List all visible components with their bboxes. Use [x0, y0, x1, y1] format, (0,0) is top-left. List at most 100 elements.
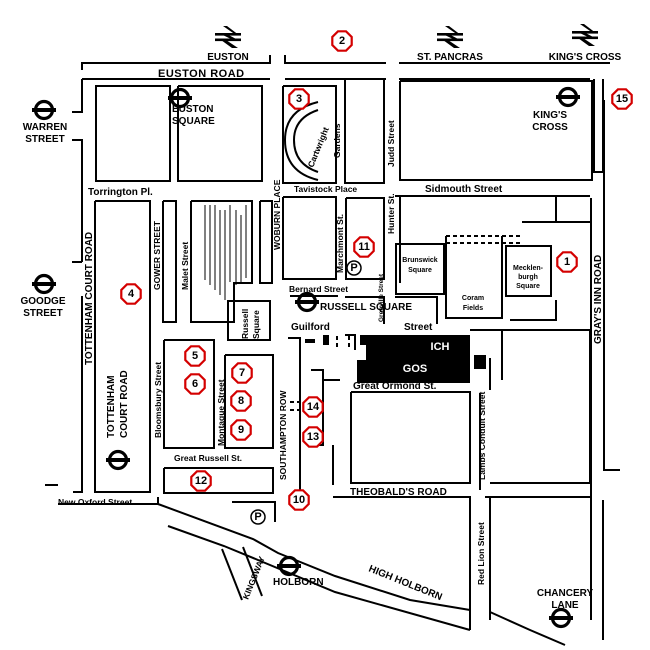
location-marker-icon: [230, 390, 252, 412]
road-label-guilford: Guilford: [291, 322, 330, 333]
road-label-montague-street: Montague Street: [216, 379, 226, 446]
parking-icon: P: [346, 260, 362, 276]
location-marker-icon: [611, 88, 633, 110]
station-label-kings-cross-tube-1: KING'S: [533, 110, 567, 121]
svg-text:P: P: [350, 262, 357, 274]
location-marker-7[interactable]: 7: [231, 362, 253, 384]
national-rail-icon: [572, 24, 598, 46]
label-russell-square-park-2: Square: [251, 310, 261, 339]
location-marker-4[interactable]: 4: [120, 283, 142, 305]
location-marker-11[interactable]: 11: [353, 236, 375, 258]
underground-roundel-icon: [104, 449, 132, 471]
road-label-guilford-street: Street: [404, 322, 433, 333]
road-label-great-ormond-st: Great Ormond St.: [353, 381, 437, 392]
road-label-malet-street: Malet Street: [180, 242, 190, 290]
svg-text:P: P: [254, 511, 261, 523]
road-label-tavistock-place: Tavistock Place: [294, 184, 357, 194]
road-label-grays-inn-road: GRAY'S INN ROAD: [593, 255, 604, 344]
location-marker-14[interactable]: 14: [302, 396, 324, 418]
station-label-chancery-lane-1: CHANCERY: [537, 588, 594, 599]
road-label-woburn-place: WOBURN PLACE: [272, 179, 282, 250]
location-marker-icon: [231, 362, 253, 384]
underground-icons: [30, 86, 582, 629]
location-marker-13[interactable]: 13: [302, 426, 324, 448]
location-marker-1[interactable]: 1: [556, 251, 578, 273]
road-label-theobalds-road: THEOBALD'S ROAD: [350, 487, 447, 498]
location-marker-9[interactable]: 9: [230, 419, 252, 441]
location-marker-12[interactable]: 12: [190, 470, 212, 492]
location-marker-15[interactable]: 15: [611, 88, 633, 110]
underground-roundel-icon: [30, 99, 58, 121]
station-label-goodge-street-1: GOODGE: [20, 296, 65, 307]
location-marker-icon: [230, 419, 252, 441]
location-marker-number: 9: [238, 424, 244, 436]
station-label-chancery-lane-2: LANE: [551, 600, 579, 611]
location-marker-icon: [556, 251, 578, 273]
location-marker-number: 2: [339, 35, 345, 47]
location-marker-number: 3: [296, 93, 302, 105]
location-marker-2[interactable]: 2: [331, 30, 353, 52]
location-marker-5[interactable]: 5: [184, 345, 206, 367]
location-marker-number: 4: [128, 288, 135, 300]
label-russell-square-park-1: Russell: [240, 309, 250, 339]
label-gos: GOS: [403, 363, 427, 375]
place-labels: Brunswick Square Mecklen- burgh Square C…: [240, 257, 544, 375]
national-rail-icon: [215, 26, 241, 48]
station-label-warren-street-2: STREET: [25, 134, 64, 145]
station-labels: EUSTON ST. PANCRAS KING'S CROSS EUSTON S…: [20, 52, 621, 611]
road-label-red-lion-street: Red Lion Street: [476, 522, 486, 585]
location-marker-icon: [120, 283, 142, 305]
station-label-goodge-street-2: STREET: [23, 308, 62, 319]
road-label-marchmont-st: Marchmont St.: [335, 214, 345, 273]
location-marker-icon: [190, 470, 212, 492]
hatched-buildings: [204, 205, 247, 300]
road-label-judd-street: Judd Street: [386, 120, 396, 167]
road-label-bloomsbury-street: Bloomsbury Street: [153, 362, 163, 438]
location-marker-10[interactable]: 10: [288, 489, 310, 511]
station-label-holborn: HOLBORN: [273, 577, 324, 588]
location-marker-number: 7: [239, 367, 245, 379]
location-marker-number: 13: [307, 431, 319, 443]
station-label-kings-cross-rail: KING'S CROSS: [549, 52, 622, 63]
street-network: [45, 55, 620, 646]
label-brunswick-square-1: Brunswick: [402, 257, 438, 264]
location-marker-icon: [288, 88, 310, 110]
station-label-warren-street-1: WARREN: [23, 122, 67, 133]
national-rail-icons: [215, 24, 598, 48]
road-label-euston-road: EUSTON ROAD: [158, 68, 245, 80]
station-label-tcr-1: TOTTENHAM: [106, 375, 117, 438]
station-label-kings-cross-tube-2: CROSS: [532, 122, 568, 133]
station-label-euston-square-1: EUSTON: [172, 104, 214, 115]
label-coram-fields-2: Fields: [463, 305, 483, 312]
location-marker-icon: [184, 373, 206, 395]
road-label-hunter-st: Hunter St.: [386, 193, 396, 234]
location-marker-8[interactable]: 8: [230, 390, 252, 412]
location-marker-icon: [331, 30, 353, 52]
location-marker-icon: [353, 236, 375, 258]
station-label-euston-square-2: SQUARE: [172, 116, 215, 127]
location-marker-number: 6: [192, 378, 198, 390]
underground-roundel-icon: [554, 86, 582, 108]
location-marker-number: 1: [564, 256, 570, 268]
label-mecklenburgh-3: Square: [516, 283, 540, 290]
location-marker-6[interactable]: 6: [184, 373, 206, 395]
parking-icon: P: [250, 509, 266, 525]
location-marker-3[interactable]: 3: [288, 88, 310, 110]
street-labels: EUSTON ROAD Torrington Pl. Tavistock Pla…: [58, 68, 604, 603]
road-label-torrington-pl: Torrington Pl.: [88, 187, 153, 198]
road-label-high-holborn: HIGH HOLBORN: [367, 564, 444, 604]
label-brunswick-square-2: Square: [408, 267, 432, 274]
road-label-southampton-row: SOUTHAMPTON ROW: [278, 389, 288, 480]
location-marker-icon: [302, 426, 324, 448]
road-label-gower-street: GOWER STREET: [152, 220, 162, 290]
parking-icons: P P: [250, 260, 362, 525]
underground-roundel-icon: [30, 273, 58, 295]
location-marker-number: 14: [307, 401, 320, 413]
station-label-russell-square: RUSSELL SQUARE: [320, 302, 412, 313]
label-coram-fields-1: Coram: [462, 295, 484, 302]
location-marker-number: 8: [238, 395, 244, 407]
road-label-sidmouth-street: Sidmouth Street: [425, 184, 503, 195]
